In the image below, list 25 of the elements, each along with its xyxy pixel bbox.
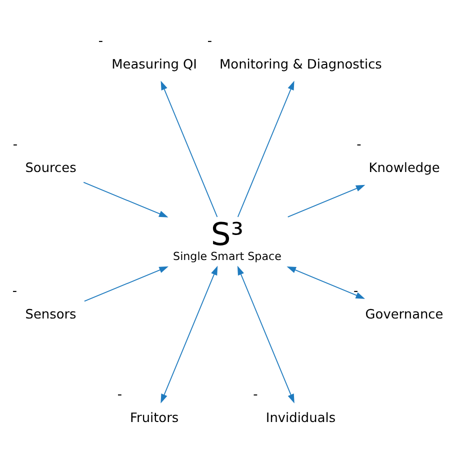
node-text: S³ Single Smart Space: [173, 216, 282, 264]
node-text: Measuring QI: [112, 58, 197, 73]
arrow: [160, 266, 218, 404]
node-text: Invididuals: [266, 411, 336, 426]
node-text: Sources: [25, 161, 76, 176]
node-label: -: [207, 34, 212, 50]
node-text: Fruitors: [130, 411, 179, 426]
node-label: -: [12, 138, 18, 153]
arrow: [286, 266, 366, 299]
node-label: -: [98, 34, 104, 50]
node-text: Sensors: [25, 308, 76, 323]
arrow: [160, 80, 218, 218]
node-text: Knowledge: [368, 161, 440, 176]
arrow: [84, 266, 168, 302]
node-label: -: [353, 284, 358, 299]
node-label: -: [117, 388, 122, 403]
node-text: Governance: [365, 308, 444, 323]
arrow: [83, 182, 168, 218]
arrow: [237, 266, 294, 404]
arrow: [287, 184, 366, 218]
arrow: [237, 80, 294, 218]
node-label: -: [12, 284, 18, 299]
node-label: -: [356, 138, 362, 153]
node-label: -: [253, 388, 258, 403]
node-text: Monitoring & Diagnostics: [220, 58, 382, 73]
